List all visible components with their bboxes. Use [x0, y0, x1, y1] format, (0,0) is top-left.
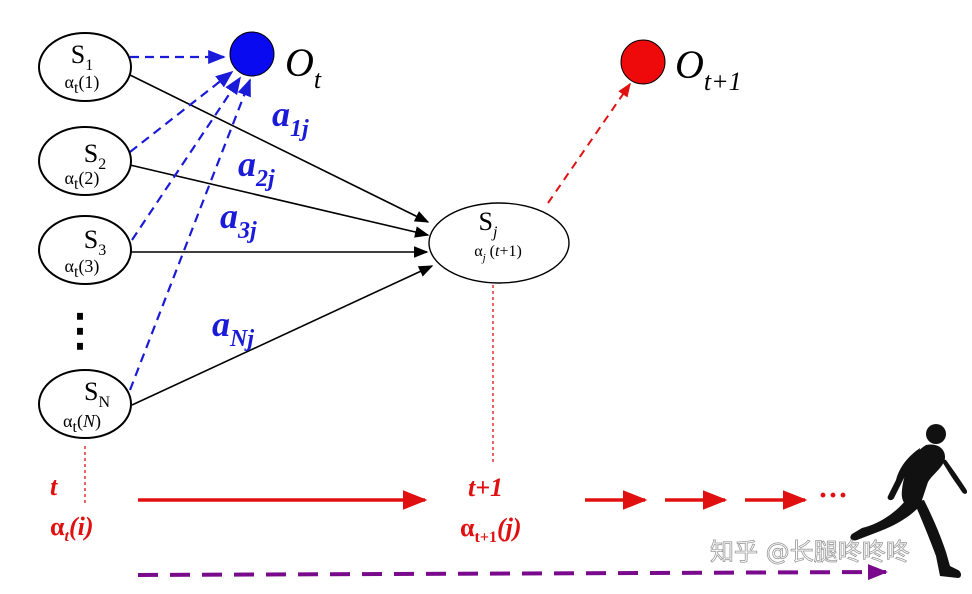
svg-text:S1: S1	[71, 40, 93, 74]
arrow-s2-to-ot	[129, 70, 234, 153]
svg-text:S3: S3	[84, 225, 106, 259]
purple-dashed-arrow	[137, 564, 888, 581]
vertical-ellipsis: ⋮	[58, 306, 102, 355]
arrow-s3-to-ot	[131, 76, 241, 241]
observation-node-ot1: Ot+1	[620, 39, 742, 96]
svg-text:αt(3): αt(3)	[65, 256, 100, 281]
svg-text:SN: SN	[84, 377, 110, 411]
svg-text:αt(1): αt(1)	[65, 72, 100, 97]
state-node-sn: SN αt(N)	[38, 369, 132, 439]
time-label-t: t	[50, 472, 58, 501]
weight-a1j: a1j	[272, 94, 309, 142]
state-node-sj: Sj αj (t+1)	[428, 202, 570, 284]
svg-text:Ot: Ot	[285, 40, 322, 94]
arrow-sj-to-ot1	[547, 82, 631, 204]
state-node-s1: S1 αt(1)	[38, 32, 132, 102]
state-node-s3: S3 αt(3)	[38, 215, 132, 285]
svg-text:αt(2): αt(2)	[65, 168, 100, 193]
alpha-t-i-label: αt(i)	[50, 512, 94, 545]
alpha-t1-j-label: αt+1(j)	[460, 513, 522, 546]
svg-text:Ot+1: Ot+1	[675, 42, 742, 96]
time-continuation-dots: ···	[818, 479, 848, 512]
arrow-sn-to-sj	[131, 265, 434, 406]
arrow-s1-to-sj	[129, 74, 430, 223]
svg-text:S2: S2	[84, 139, 106, 173]
arrow-sn-to-ot	[128, 78, 252, 391]
watermark: 知乎 @长腿咚咚咚	[710, 538, 910, 566]
svg-text:αj (t+1): αj (t+1)	[474, 243, 522, 264]
emission-arrows-ot	[128, 49, 252, 391]
state-node-s2: S2 αt(2)	[38, 126, 132, 196]
observation-node-ot: Ot	[229, 31, 322, 94]
arrow-s2-to-sj	[129, 164, 430, 238]
weight-a3j: a3j	[220, 196, 257, 244]
transition-arrows	[129, 74, 434, 406]
time-label-t1: t+1	[468, 473, 503, 502]
running-person-icon	[850, 424, 968, 578]
svg-text:αt(N): αt(N)	[63, 411, 101, 436]
svg-text:Sj: Sj	[479, 207, 498, 241]
weight-a2j: a2j	[238, 144, 275, 192]
weight-anj: aNj	[212, 304, 254, 352]
